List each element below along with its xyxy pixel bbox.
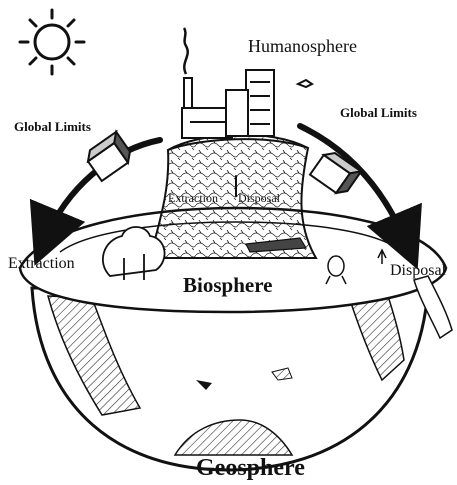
disposal-outer-label: Disposal — [390, 262, 446, 280]
biosphere-label: Biosphere — [183, 273, 272, 298]
global-limits-left-label: Global Limits — [14, 119, 91, 135]
extraction-outer-label: Extraction — [8, 255, 75, 273]
global-limits-right-label: Global Limits — [340, 105, 417, 121]
humanosphere-label: Humanosphere — [248, 36, 357, 57]
geosphere-label: Geosphere — [196, 455, 305, 482]
globe-icon — [32, 288, 428, 470]
extraction-inner-label: Extraction — [168, 191, 218, 206]
disposal-inner-label: Disposal — [238, 191, 280, 206]
sun-icon — [20, 10, 84, 74]
